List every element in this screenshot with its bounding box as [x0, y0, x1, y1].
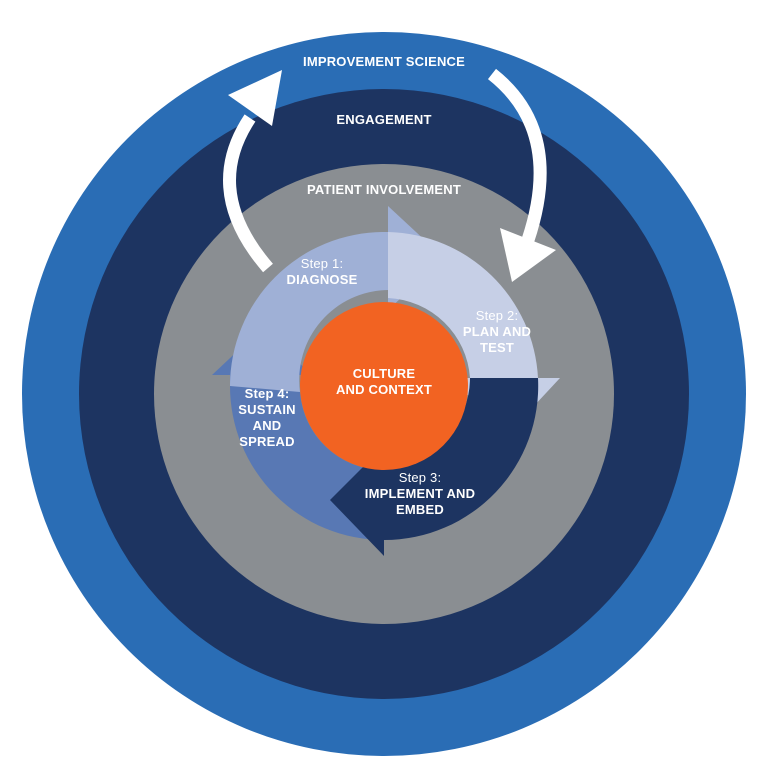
right-arrowhead-icon [500, 228, 556, 282]
right-curved-arrow [487, 68, 547, 243]
step2-name-line2: TEST [479, 340, 515, 355]
patient-involvement-label: PATIENT INVOLVEMENT [306, 182, 462, 197]
core-label-line1: CULTURE [352, 366, 416, 381]
step3-number: Step 3: [398, 470, 442, 485]
step3-label: Step 3: IMPLEMENT AND EMBED [365, 470, 475, 518]
step2-number: Step 2: [475, 308, 519, 323]
engagement-label: ENGAGEMENT [336, 112, 432, 127]
left-curved-arrow [223, 114, 273, 273]
step1-number: Step 1: [300, 256, 344, 271]
step1-label: Step 1: DIAGNOSE [287, 256, 358, 288]
step2-name-line1: PLAN AND [462, 324, 532, 339]
step4-label: Step 4: SUSTAIN AND SPREAD [238, 386, 296, 450]
left-arrowhead-icon [228, 70, 282, 126]
step4-name-line2: AND [252, 418, 282, 433]
step1-name: DIAGNOSE [286, 272, 358, 287]
step3-name-line2: EMBED [396, 502, 444, 517]
step4-number: Step 4: [244, 386, 290, 401]
core-label: CULTURE AND CONTEXT [336, 366, 432, 398]
culture-context-core [300, 302, 468, 470]
step4-name-line3: SPREAD [239, 434, 295, 449]
improvement-science-label: IMPROVEMENT SCIENCE [303, 54, 465, 69]
step3-arrow [330, 378, 539, 556]
step3-name-line1: IMPLEMENT AND [364, 486, 476, 501]
step2-label: Step 2: PLAN AND TEST [463, 308, 531, 356]
core-label-line2: AND CONTEXT [335, 382, 433, 397]
step4-name-line1: SUSTAIN [238, 402, 296, 417]
